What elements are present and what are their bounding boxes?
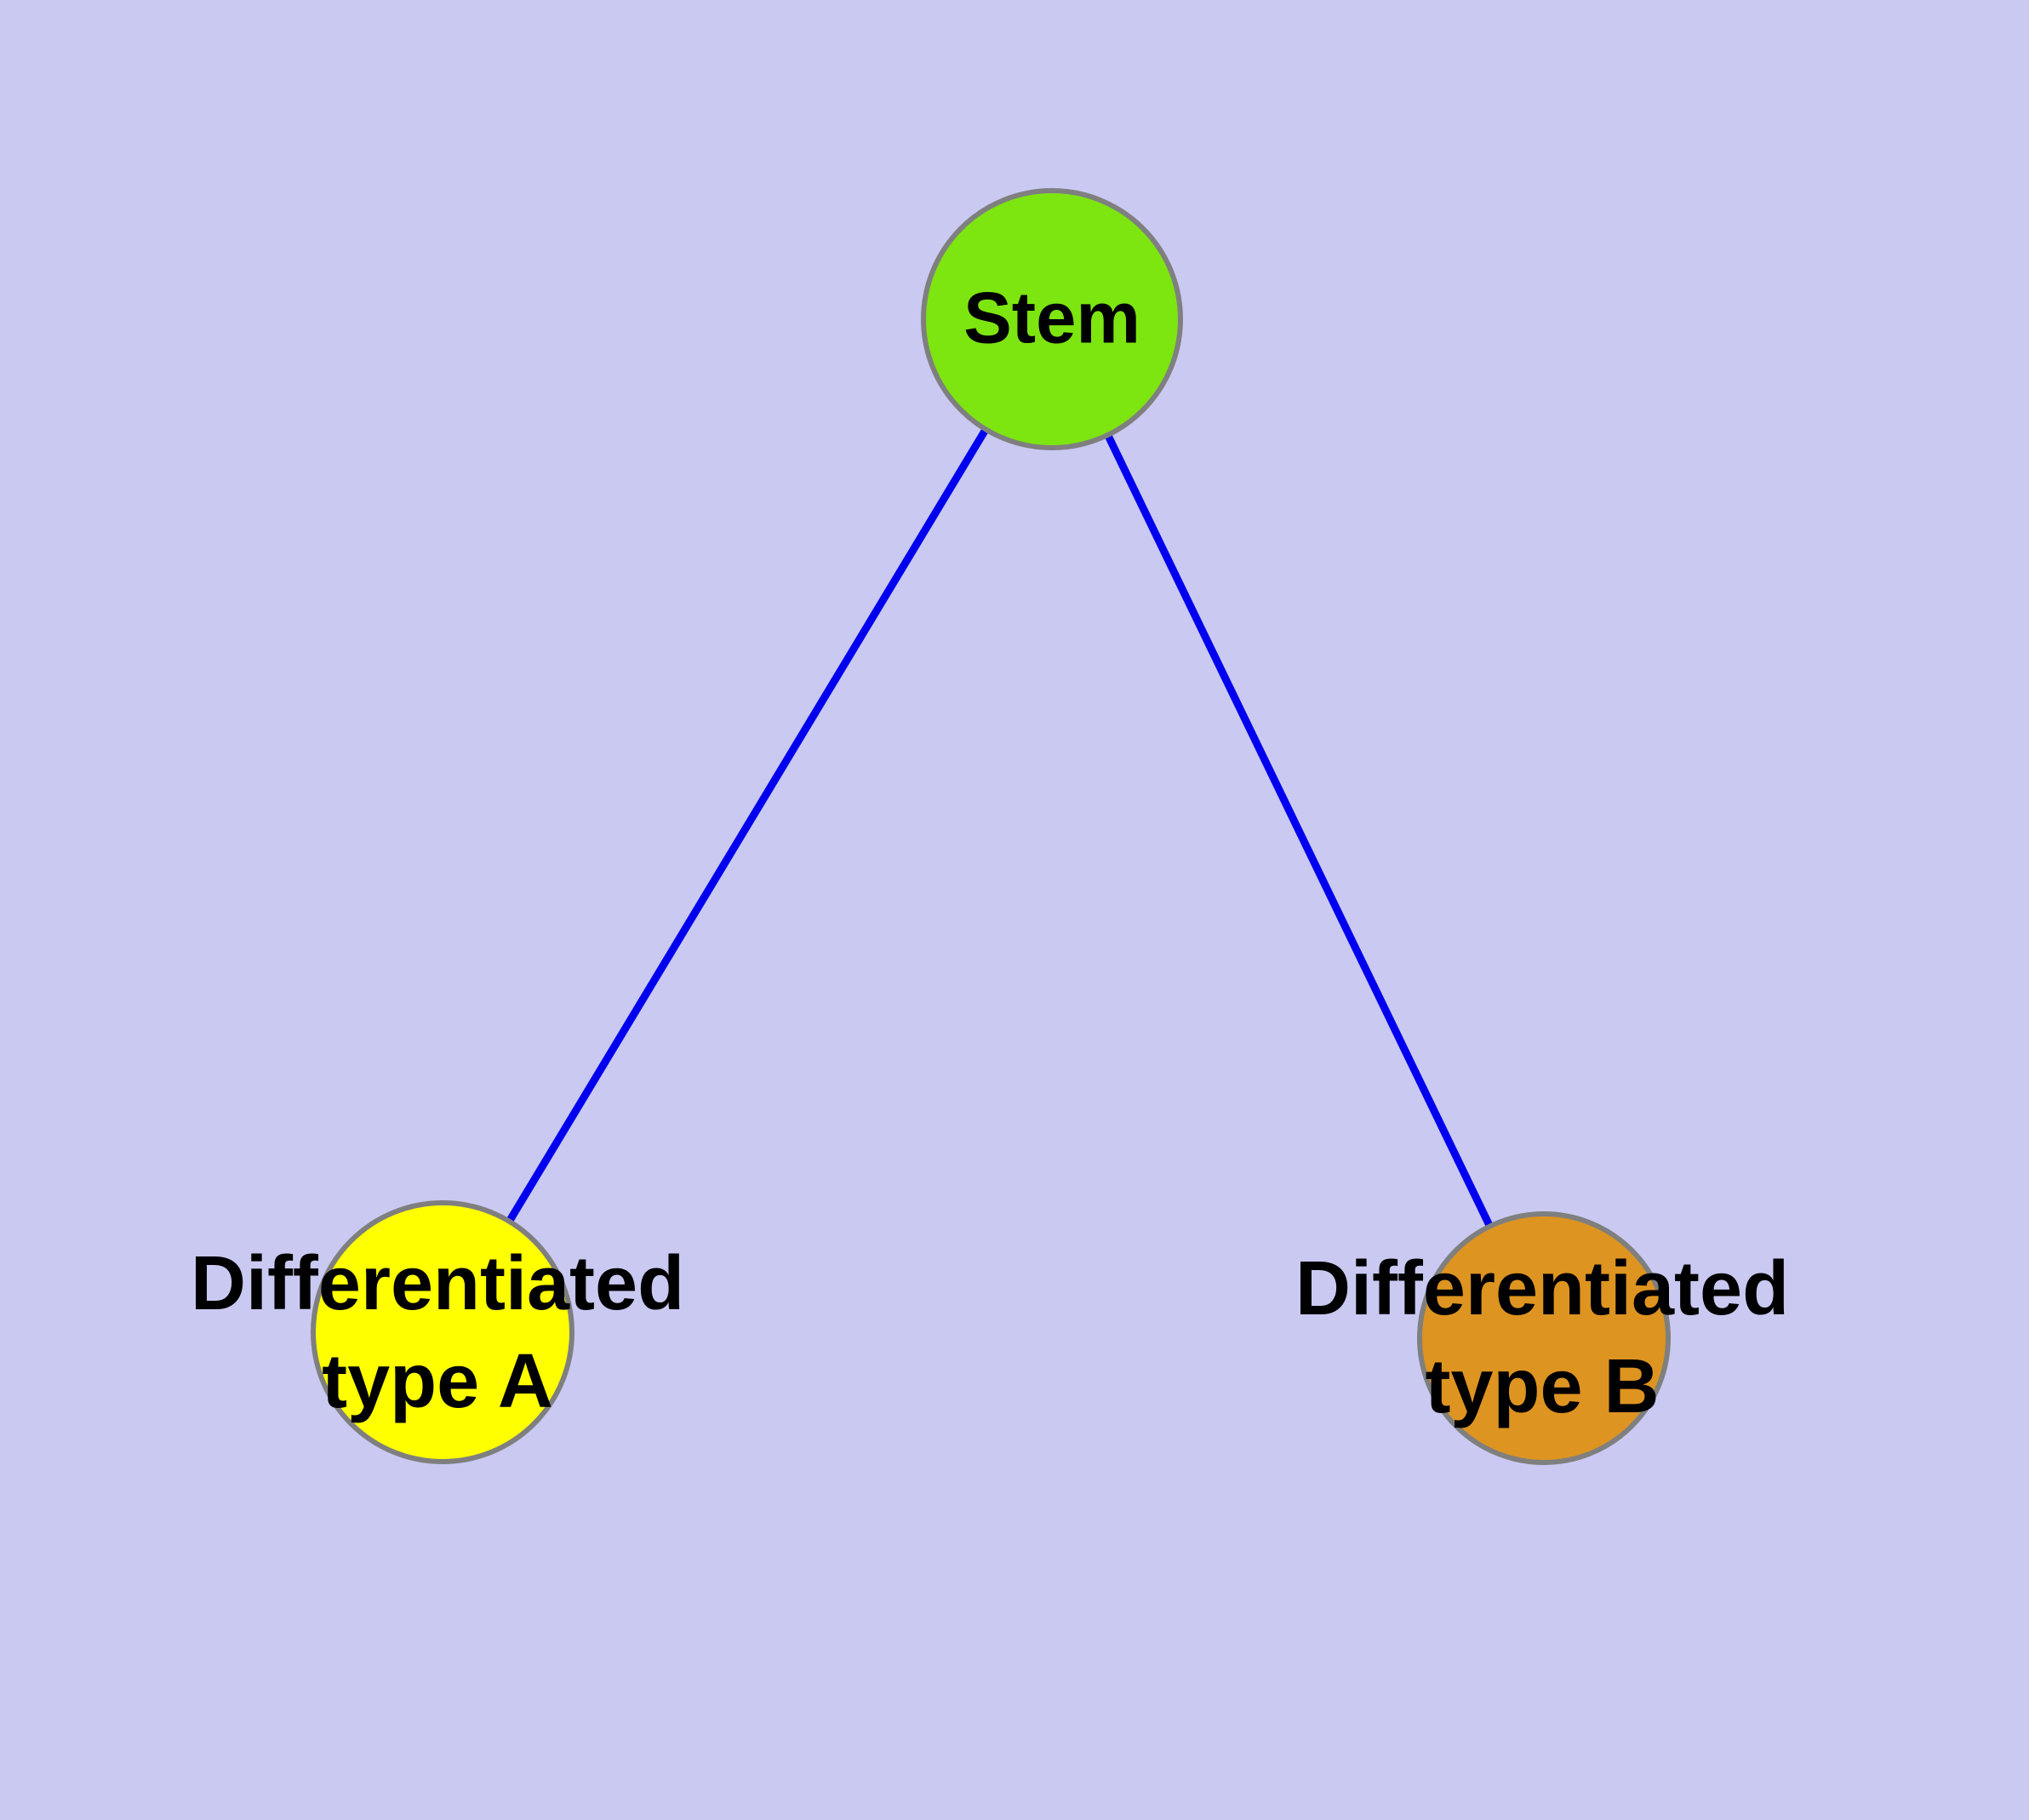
node-type-a-label: Differentiated type A <box>191 1235 684 1431</box>
edge-stem-to-type-b <box>1048 318 1548 1340</box>
node-type-a-label-line2: type A <box>322 1339 553 1424</box>
node-type-a-circle <box>311 1200 574 1464</box>
node-stem-label: Stem <box>963 278 1140 359</box>
node-type-a-label-line1: Differentiated <box>190 1240 685 1326</box>
node-type-b-label-line2: type B <box>1425 1344 1660 1429</box>
node-type-b-label: Differentiated type B <box>1295 1240 1789 1436</box>
edge-stem-to-type-a <box>439 317 1055 1335</box>
node-type-b-circle <box>1417 1211 1671 1465</box>
node-stem-circle <box>921 188 1183 450</box>
node-type-b-label-line1: Differentiated <box>1295 1245 1790 1331</box>
